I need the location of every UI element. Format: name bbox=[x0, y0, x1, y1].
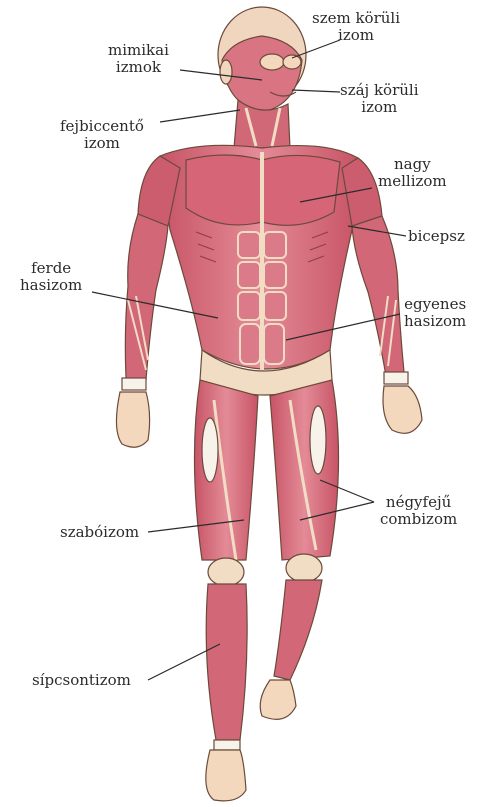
label-tibialis: sípcsontizom bbox=[32, 672, 131, 689]
leader-scm bbox=[160, 110, 240, 122]
leader-mouth bbox=[292, 90, 340, 92]
legs bbox=[194, 350, 338, 801]
label-sartorius: szabóizom bbox=[60, 524, 139, 541]
head bbox=[218, 7, 306, 112]
label-biceps: bicepsz bbox=[408, 228, 465, 245]
torso bbox=[138, 145, 382, 380]
left-arm bbox=[116, 214, 168, 447]
